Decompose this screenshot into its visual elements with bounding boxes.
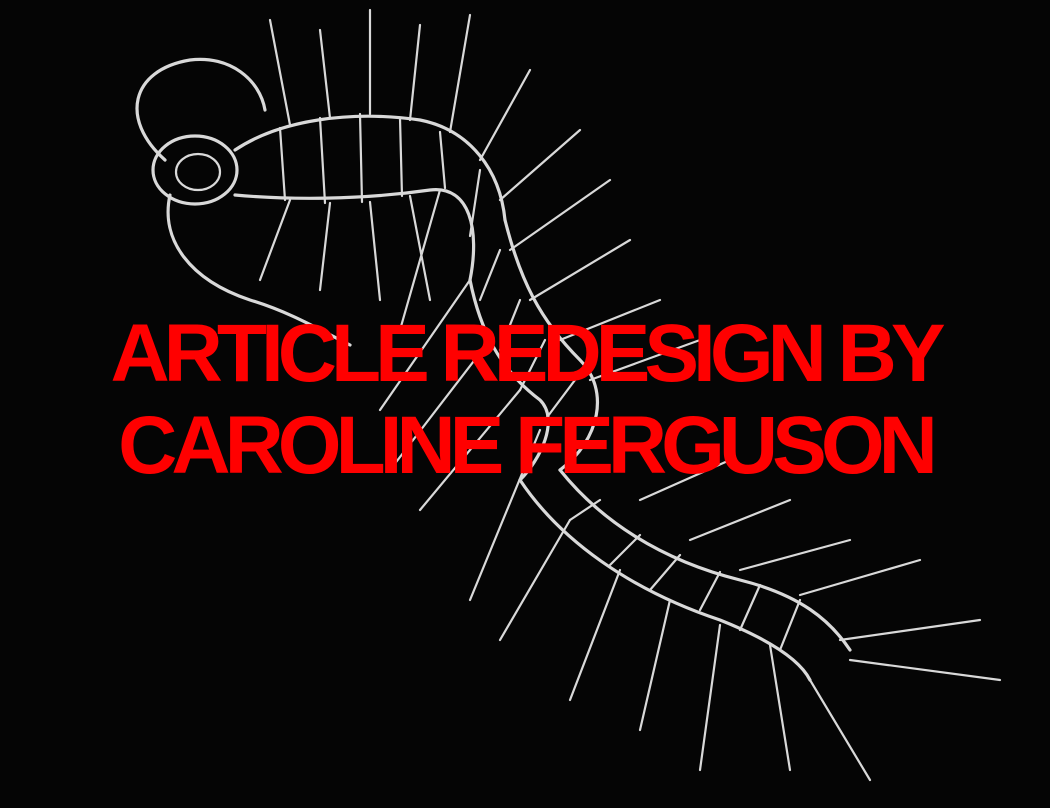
centipede-head-inner [174, 152, 222, 192]
page-title: ARTICLE REDESIGN BY CAROLINE FERGUSON [0, 308, 1050, 492]
centipede-body-middle [503, 218, 599, 472]
centipede-body-middle-lower [468, 278, 550, 482]
centipede-legs-lower [258, 188, 872, 782]
centipede-body-lower-under [518, 478, 812, 682]
centipede-body-upper [233, 114, 507, 222]
centipede-body-upper-lower [233, 188, 476, 282]
centipede-legs-upper [268, 8, 1002, 682]
centipede-body-lower [558, 468, 852, 652]
centipede-antenna-left [135, 57, 267, 162]
centipede-segments [278, 112, 802, 652]
title-line-1: ARTICLE REDESIGN BY [110, 308, 945, 399]
title-line-2: CAROLINE FERGUSON [118, 400, 938, 491]
centipede-head [151, 134, 239, 206]
centipede-antenna-right [166, 193, 352, 347]
